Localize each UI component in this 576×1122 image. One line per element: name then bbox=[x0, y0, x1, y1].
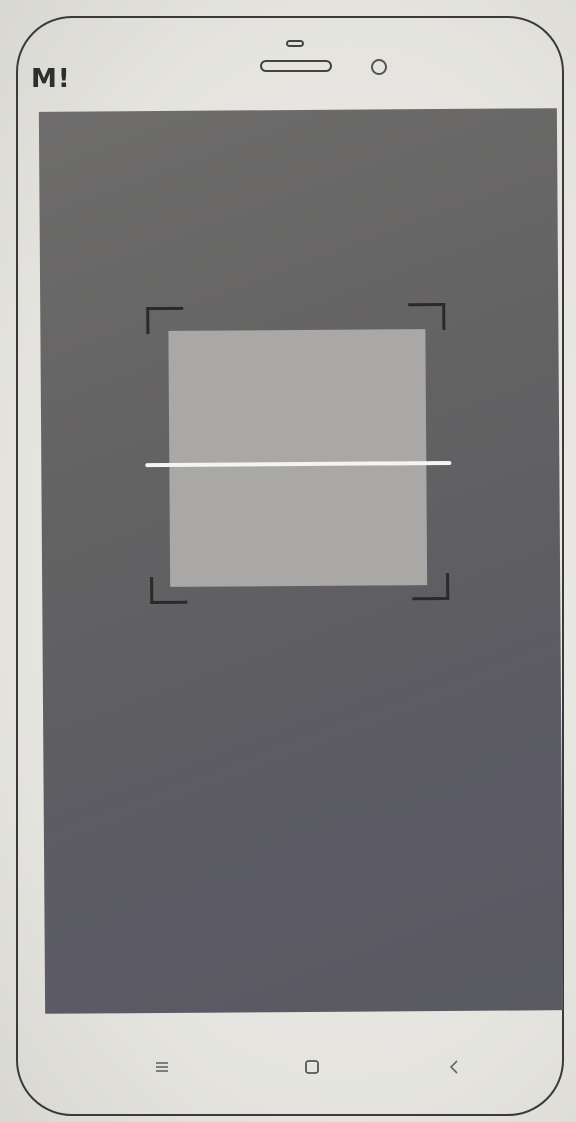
scan-target-area bbox=[168, 329, 427, 587]
corner-bracket-bottom-left bbox=[150, 577, 187, 604]
back-button[interactable] bbox=[442, 1052, 466, 1082]
brand-logo: M! bbox=[31, 66, 71, 92]
corner-bracket-top-right bbox=[408, 303, 445, 330]
sensor-slot bbox=[286, 40, 304, 47]
corner-bracket-top-left bbox=[146, 307, 183, 334]
scanner-screen bbox=[39, 108, 563, 1014]
corner-bracket-bottom-right bbox=[412, 573, 449, 600]
menu-button[interactable] bbox=[150, 1052, 174, 1082]
menu-icon bbox=[155, 1061, 169, 1073]
home-button[interactable] bbox=[300, 1052, 324, 1082]
home-square-icon bbox=[304, 1059, 320, 1075]
front-camera-icon bbox=[371, 59, 387, 75]
earpiece-speaker bbox=[260, 60, 332, 72]
back-chevron-icon bbox=[448, 1059, 460, 1075]
